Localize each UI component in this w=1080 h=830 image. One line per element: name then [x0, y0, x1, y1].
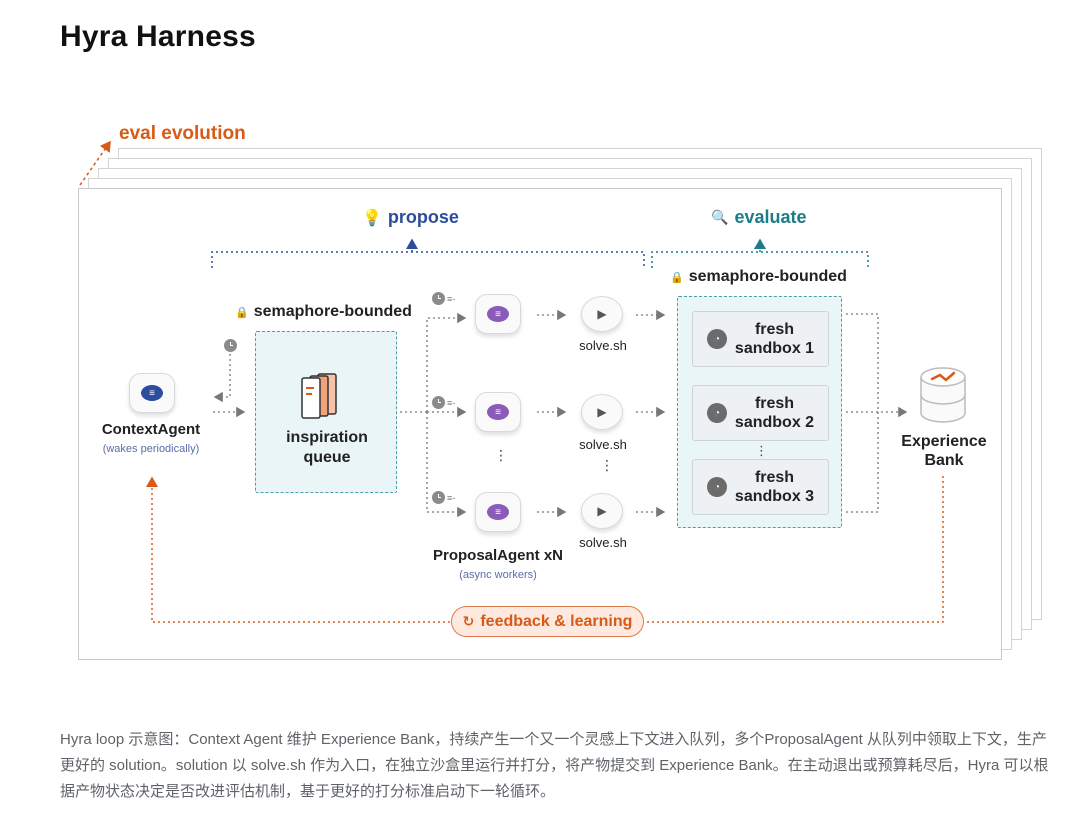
vertical-ellipsis-icon: ⋮	[494, 447, 508, 463]
proposal-clock-3: ≡-	[432, 491, 455, 504]
proposal-agent-icon-3: ≡	[475, 492, 521, 532]
solve-label-3: solve.sh	[579, 535, 627, 550]
experience-bank-label: Experience Bank	[886, 432, 1002, 470]
inspiration-queue-box: inspiration queue	[255, 331, 397, 493]
terminal-icon-2: ▶	[581, 394, 623, 430]
feedback-label: feedback & learning	[480, 612, 633, 630]
proposal-agent-sublabel: (async workers)	[459, 569, 537, 581]
propose-heading: 💡 propose	[362, 207, 459, 228]
solve-label-1: solve.sh	[579, 338, 627, 353]
gauge-icon: ◔	[707, 477, 727, 497]
queue-label: inspiration queue	[256, 428, 398, 468]
proposal-clock-1: ≡-	[432, 292, 455, 305]
evaluate-sandbox-box: ◔ fresh sandbox 1 ◔ fresh sandbox 2 ⋮ ◔ fr…	[677, 296, 842, 528]
feedback-learning-pill: ↻ feedback & learning	[451, 606, 644, 637]
queue-label-line1: inspiration	[286, 429, 368, 446]
sandbox-line1: fresh	[754, 395, 795, 412]
sandbox-line2: sandbox 1	[734, 340, 815, 357]
sandbox-line1: fresh	[754, 321, 795, 338]
terminal-icon-1: ▶	[581, 296, 623, 332]
sandbox-2: ◔ fresh sandbox 2	[692, 385, 829, 441]
proposal-agent-icon-1: ≡	[475, 294, 521, 334]
context-agent-icon: ≡	[129, 373, 175, 413]
context-agent-label: ContextAgent	[101, 421, 201, 438]
lightbulb-icon: 💡	[362, 209, 382, 227]
experience-bank-line2: Bank	[924, 452, 964, 469]
page-title: Hyra Harness	[60, 20, 256, 53]
propose-label: propose	[387, 207, 459, 227]
semaphore-bounded-right: 🔒 semaphore-bounded	[670, 268, 847, 286]
evaluate-heading: 🔍 evaluate	[711, 207, 806, 228]
proposal-clock-2: ≡-	[432, 396, 455, 409]
semaphore-bounded-left: 🔒 semaphore-bounded	[235, 303, 412, 321]
proposal-agent-icon-2: ≡	[475, 392, 521, 432]
terminal-icon-3: ▶	[581, 493, 623, 529]
semaphore-label: semaphore-bounded	[253, 303, 412, 320]
solve-label-2: solve.sh	[579, 437, 627, 452]
clock-mark: ≡-	[447, 293, 456, 304]
queue-label-line2: queue	[303, 449, 351, 466]
book-stack-icon	[301, 373, 337, 419]
sandbox-3: ◔ fresh sandbox 3	[692, 459, 829, 515]
lock-icon: 🔒	[235, 306, 249, 319]
sandbox-line1: fresh	[754, 469, 795, 486]
sandbox-1: ◔ fresh sandbox 1	[692, 311, 829, 367]
database-icon	[920, 367, 966, 423]
eval-evolution-label: eval evolution	[119, 123, 246, 144]
vertical-ellipsis-icon: ⋮	[755, 443, 768, 458]
vertical-ellipsis-icon: ⋮	[600, 457, 614, 473]
context-agent-sublabel: (wakes periodically)	[102, 443, 200, 455]
sandbox-line2: sandbox 2	[734, 414, 815, 431]
main-diagram-frame	[78, 188, 1002, 660]
semaphore-label: semaphore-bounded	[688, 268, 847, 285]
context-agent-clock-icon	[224, 339, 237, 357]
refresh-icon: ↻	[462, 613, 475, 629]
clock-mark: ≡-	[447, 492, 456, 503]
evaluate-label: evaluate	[734, 207, 807, 227]
magnifier-icon: 🔍	[711, 209, 729, 225]
proposal-agent-label: ProposalAgent xN	[432, 547, 564, 564]
figure-caption: Hyra loop 示意图：Context Agent 维护 Experienc…	[60, 731, 1049, 800]
lock-icon: 🔒	[670, 271, 684, 284]
experience-bank-line1: Experience	[901, 433, 987, 450]
gauge-icon: ◔	[707, 403, 727, 423]
sandbox-line2: sandbox 3	[734, 488, 815, 505]
clock-mark: ≡-	[447, 397, 456, 408]
gauge-icon: ◔	[707, 329, 727, 349]
